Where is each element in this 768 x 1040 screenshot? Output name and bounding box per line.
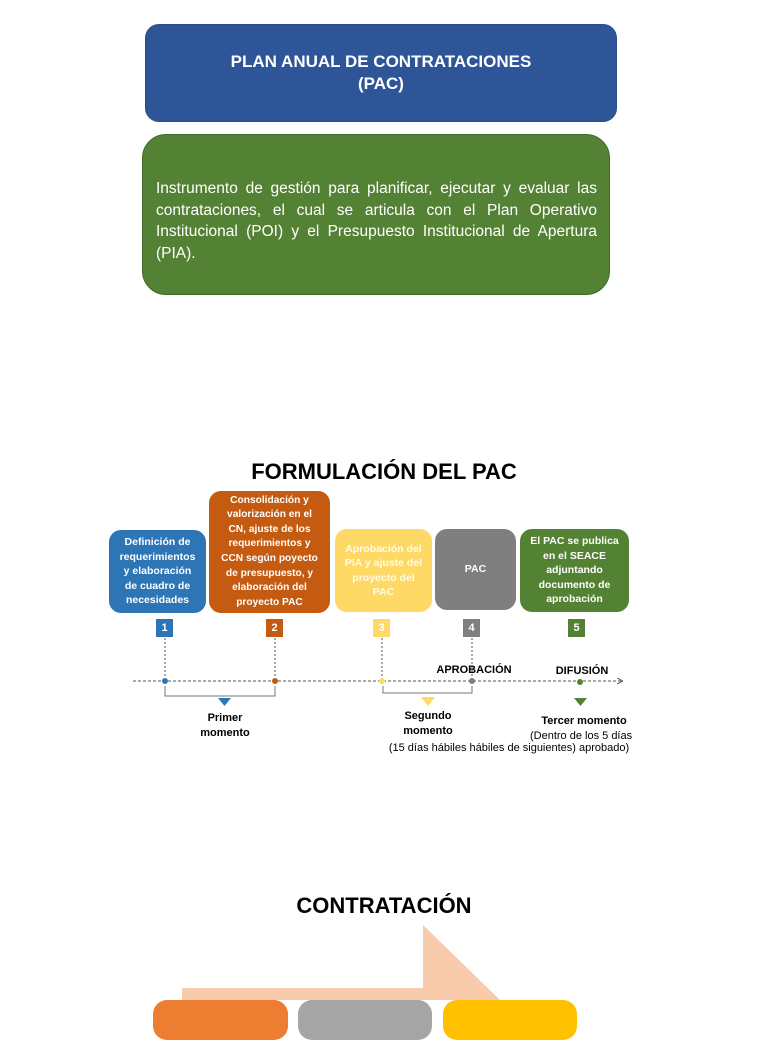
marker-tercer [574,698,587,706]
contratacion-box-3 [443,1000,577,1040]
difusion-label: DIFUSIÓN [555,665,609,677]
contratacion-title: CONTRATACIÓN [296,893,472,918]
timeline-dot-1 [162,678,168,684]
step-number-2: 2 [266,619,283,637]
aprobacion-label: APROBACIÓN [436,664,512,676]
primer-momento-line2: momento [200,727,250,739]
contratacion-box-1 [153,1000,288,1040]
step-text-3: Aprobación del PIA y ajuste del proyecto… [344,542,423,599]
timeline-dot-4 [469,678,475,684]
pac-title-line1: PLAN ANUAL DE CONTRATACIONES [230,52,532,71]
segundo-momento-line1: Segundo [404,710,452,722]
tercer-momento-label: Tercer momento [541,715,627,727]
bracket-primer [164,686,276,697]
step-text-4: PAC [464,563,487,576]
timeline-dot-3 [379,678,385,684]
timeline-dot-5 [577,679,583,685]
step-number-1: 1 [156,619,173,637]
step-box-3: Aprobación del PIA y ajuste del proyecto… [335,529,432,612]
step-box-4: PAC [435,529,516,610]
step-text-1: Definición de requerimientos y elaboraci… [119,536,196,607]
bracket-segundo [382,686,473,694]
step-text-2: Consolidación y valorización en el CN, a… [221,494,318,608]
segundo-momento-line2: momento [403,725,453,737]
primer-momento-line1: Primer [207,712,243,724]
marker-segundo [421,697,435,706]
step-number-3: 3 [373,619,390,637]
pac-description-text: Instrumento de gestión para planificar, … [156,180,597,262]
contratacion-arrow [182,925,500,1000]
step-text-5: El PAC se publica en el SEACE adjuntando… [530,535,619,606]
tercer-momento-note: (Dentro de los 5 días [530,730,633,742]
pac-title-line2: (PAC) [358,74,404,93]
step-number-5: 5 [568,619,585,637]
step-box-2: Consolidación y valorización en el CN, a… [209,491,330,613]
formulacion-title: FORMULACIÓN DEL PAC [251,459,517,484]
step-box-5: El PAC se publica en el SEACE adjuntando… [520,529,629,612]
step-box-1: Definición de requerimientos y elaboraci… [109,530,206,613]
timeline-dot-2 [272,678,278,684]
segundo-momento-note: (15 días hábiles hábiles de siguientes) … [388,742,630,754]
contratacion-box-2 [298,1000,432,1040]
pac-title-box: PLAN ANUAL DE CONTRATACIONES (PAC) [145,24,617,122]
step-number-4: 4 [463,619,480,637]
pac-description-box: Instrumento de gestión para planificar, … [142,134,610,295]
marker-primer [218,698,231,706]
